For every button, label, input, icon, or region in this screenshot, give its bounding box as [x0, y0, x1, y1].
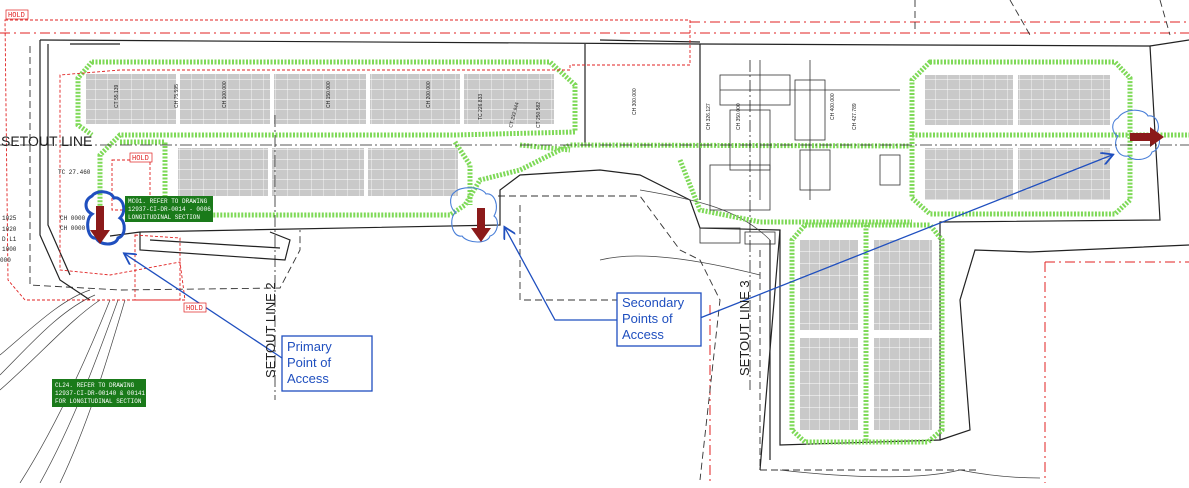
svg-text:Access: Access	[287, 371, 329, 386]
svg-text:CH 200.000: CH 200.000	[426, 81, 432, 108]
svg-text:LONGITUDINAL SECTION: LONGITUDINAL SECTION	[128, 214, 200, 221]
contour-label-2: 1020	[2, 226, 17, 233]
svg-text:CH 75.595: CH 75.595	[174, 84, 180, 108]
svg-text:HOLD: HOLD	[186, 305, 203, 313]
secondary-access-arrow-icon	[471, 208, 491, 242]
internal-road-network	[75, 59, 1189, 445]
svg-text:HOLD: HOLD	[8, 12, 25, 20]
svg-text:CT 55.139: CT 55.139	[114, 85, 120, 108]
svg-text:CH 150.000: CH 150.000	[326, 81, 332, 108]
ch-label-a: CH 0000	[60, 215, 86, 222]
access-clouds	[84, 109, 1161, 246]
ch-label-b: CH 0000	[60, 225, 86, 232]
site-boundary-lines	[0, 21, 1189, 483]
svg-text:Access: Access	[622, 327, 664, 342]
svg-text:CH 326.127: CH 326.127	[706, 103, 712, 130]
contour-label-1: 1025	[2, 215, 17, 222]
building-pads	[86, 74, 1110, 430]
tc-label: TC 27.460	[58, 169, 91, 176]
east-access-arrow-icon	[1130, 127, 1164, 147]
svg-text:TC 226.833: TC 226.833	[478, 94, 484, 120]
note-mc01: MC01. REFER TO DRAWING 12937-CI-DR-0014 …	[125, 196, 213, 222]
svg-text:CH 400.000: CH 400.000	[830, 93, 836, 120]
platform-linework	[39, 39, 1189, 471]
svg-text:MC01. REFER TO DRAWING: MC01. REFER TO DRAWING	[128, 198, 208, 205]
svg-text:Point of: Point of	[287, 355, 331, 370]
svg-text:CH 300.000: CH 300.000	[632, 88, 638, 115]
svg-text:Secondary: Secondary	[622, 295, 685, 310]
setout-line-2-label: SETOUT LINE 2	[263, 282, 278, 378]
setout-line-1-label: SETOUT LINE	[1, 133, 92, 149]
hold-tag-2: HOLD	[129, 152, 153, 163]
svg-text:CH 350.000: CH 350.000	[736, 103, 742, 130]
note-cl24: CL24. REFER TO DRAWING 12937-CI-DR-00140…	[52, 379, 146, 407]
secondary-access-callout: Secondary Points of Access	[616, 292, 702, 347]
setout-line-markers	[0, 60, 1189, 400]
svg-text:Points of: Points of	[622, 311, 673, 326]
svg-text:12937-CI-DR-0014 - 0006: 12937-CI-DR-0014 - 0006	[128, 206, 211, 213]
hold-tag-3: HOLD	[183, 302, 207, 313]
svg-text:CL24. REFER TO DRAWING: CL24. REFER TO DRAWING	[55, 382, 135, 389]
primary-access-arrow-icon	[90, 206, 110, 244]
svg-text:HOLD: HOLD	[132, 155, 149, 163]
svg-text:12937-CI-DR-00140 & 00141: 12937-CI-DR-00140 & 00141	[55, 390, 145, 397]
hold-tag: HOLD	[5, 9, 29, 20]
earthworks-outlines	[29, 0, 1171, 481]
contour-label-4: 1000	[2, 246, 17, 253]
contour-label-5: 000	[0, 257, 11, 264]
primary-access-callout: Primary Point of Access	[281, 335, 373, 392]
chainage-labels: CT 55.139 CH 75.595 CH 100.000 CH 150.00…	[114, 81, 858, 130]
svg-text:Primary: Primary	[287, 339, 332, 354]
svg-text:CT 250.582: CT 250.582	[536, 102, 542, 128]
svg-text:FOR LONGITUDINAL SECTION: FOR LONGITUDINAL SECTION	[55, 398, 142, 405]
contour-label-3: D L1	[2, 236, 17, 243]
setout-line-3-label: SETOUT LINE 3	[737, 280, 752, 376]
svg-text:CH 427.789: CH 427.789	[852, 103, 858, 130]
access-arrows	[90, 127, 1164, 244]
svg-text:CH 100.000: CH 100.000	[222, 81, 228, 108]
